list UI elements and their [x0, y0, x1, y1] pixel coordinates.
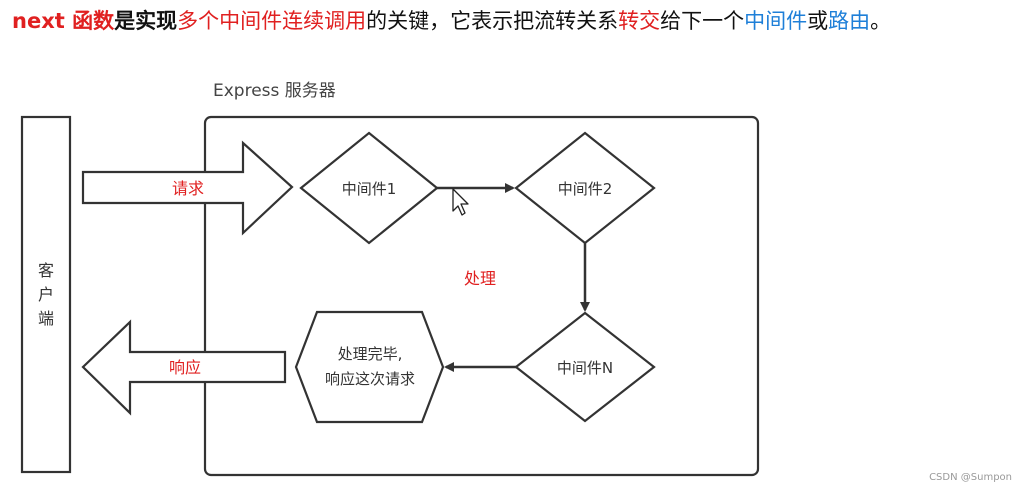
client-box	[20, 115, 72, 474]
finish-label-line: 响应这次请求	[325, 370, 415, 388]
server-label: Express 服务器	[213, 81, 336, 101]
server-box	[203, 115, 760, 477]
middleware1-label: 中间件1	[342, 180, 397, 198]
headline-part: 多个中间件连续调用	[177, 9, 367, 33]
headline-part: 或	[807, 9, 829, 33]
request-arrow	[81, 140, 294, 236]
client-label-char: 户	[38, 285, 54, 304]
request-label: 请求	[172, 179, 204, 198]
finish-label-line: 处理完毕,	[338, 345, 403, 363]
headline-part: 中间件	[744, 9, 808, 33]
headline-part: 是实现	[114, 9, 178, 33]
middleware2-label: 中间件2	[558, 180, 613, 198]
middleware1-diamond	[299, 131, 439, 245]
middlewareN-diamond	[514, 311, 656, 423]
response-arrow	[81, 319, 287, 416]
mouse-cursor-icon	[452, 188, 469, 216]
watermark: CSDN @Sumpon	[929, 472, 1012, 483]
headline-part: 的关键，它表示把流转关系	[366, 9, 619, 33]
client-label-char: 客	[38, 261, 54, 280]
client-label-char: 端	[38, 309, 54, 328]
finish-hexagon	[294, 310, 445, 424]
headline-part: 路由	[828, 9, 871, 33]
headline-part: 给下一个	[660, 9, 745, 33]
headline-part: next 函数	[12, 9, 115, 33]
response-label: 响应	[169, 358, 201, 377]
headline-part: 。	[870, 9, 892, 33]
headline: next 函数是实现多个中间件连续调用的关键，它表示把流转关系转交给下一个中间件…	[12, 6, 891, 36]
process-label: 处理	[464, 269, 496, 288]
middlewareN-label: 中间件N	[557, 359, 613, 377]
headline-part: 转交	[618, 9, 661, 33]
